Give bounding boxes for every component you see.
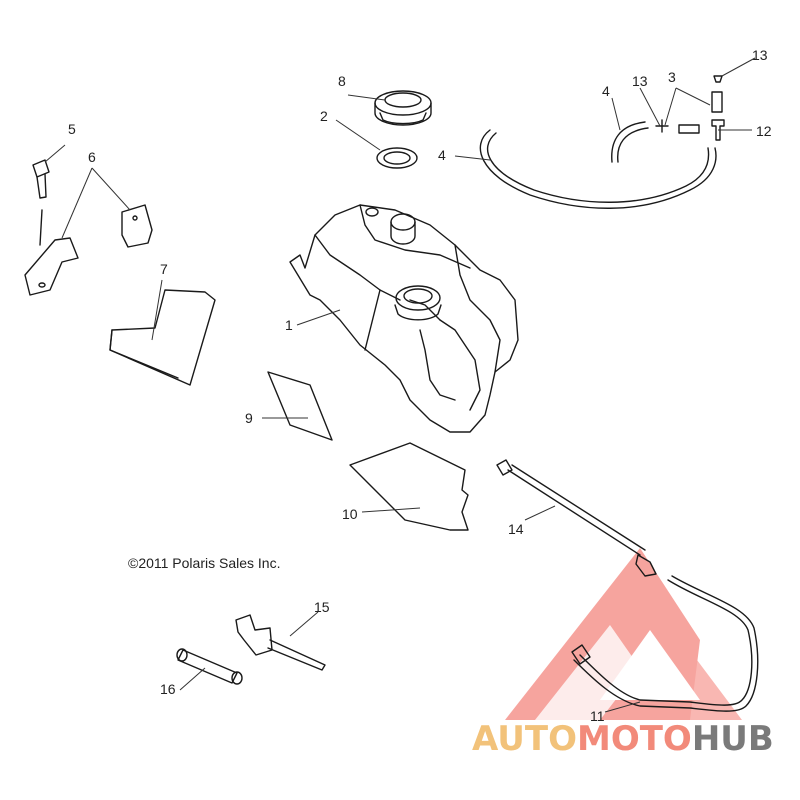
callout-13-left: 13 (632, 73, 648, 89)
heat-shield (349, 442, 469, 531)
hose-sleeve (176, 648, 243, 685)
callout-3: 3 (668, 69, 676, 85)
bolt (32, 159, 50, 246)
callout-2: 2 (320, 108, 328, 124)
vent-hose (479, 121, 717, 209)
watermark-brand: AUTOMOTOHUB (472, 719, 774, 759)
callout-16: 16 (160, 681, 176, 697)
leader-lines (44, 57, 756, 713)
brand-moto: MOTO (577, 719, 692, 759)
fuel-line (496, 459, 657, 577)
callout-labels: 1 2 3 4 4 5 6 7 8 9 10 11 12 13 13 14 15… (68, 47, 772, 724)
callout-1: 1 (285, 317, 293, 333)
cap-gasket (376, 147, 418, 169)
callout-8: 8 (338, 73, 346, 89)
tank-pad-small (267, 371, 333, 441)
fuel-cap (374, 90, 432, 126)
callout-15: 15 (314, 599, 330, 615)
callout-13-right: 13 (752, 47, 768, 63)
vent-fittings (655, 75, 725, 141)
svg-text:AUTOMOTOHUB: AUTOMOTOHUB (472, 719, 774, 759)
tank-pad-l-shape (109, 289, 216, 386)
watermark-logo-mark (505, 548, 742, 720)
brand-hub: HUB (692, 719, 774, 759)
callout-5: 5 (68, 121, 76, 137)
callout-12: 12 (756, 123, 772, 139)
callout-4-lower: 4 (438, 147, 446, 163)
fuel-tank (289, 204, 519, 433)
wiring-harness (571, 575, 759, 712)
callout-14: 14 (508, 521, 524, 537)
brand-auto: AUTO (472, 719, 577, 759)
hose-clip (235, 614, 326, 671)
callout-4-upper: 4 (602, 83, 610, 99)
mounting-brackets (24, 204, 153, 296)
callout-6: 6 (88, 149, 96, 165)
callout-10: 10 (342, 506, 358, 522)
callout-11: 11 (590, 708, 605, 724)
callout-9: 9 (245, 410, 253, 426)
callout-7: 7 (160, 261, 168, 277)
copyright-notice: ©2011 Polaris Sales Inc. (128, 555, 280, 571)
